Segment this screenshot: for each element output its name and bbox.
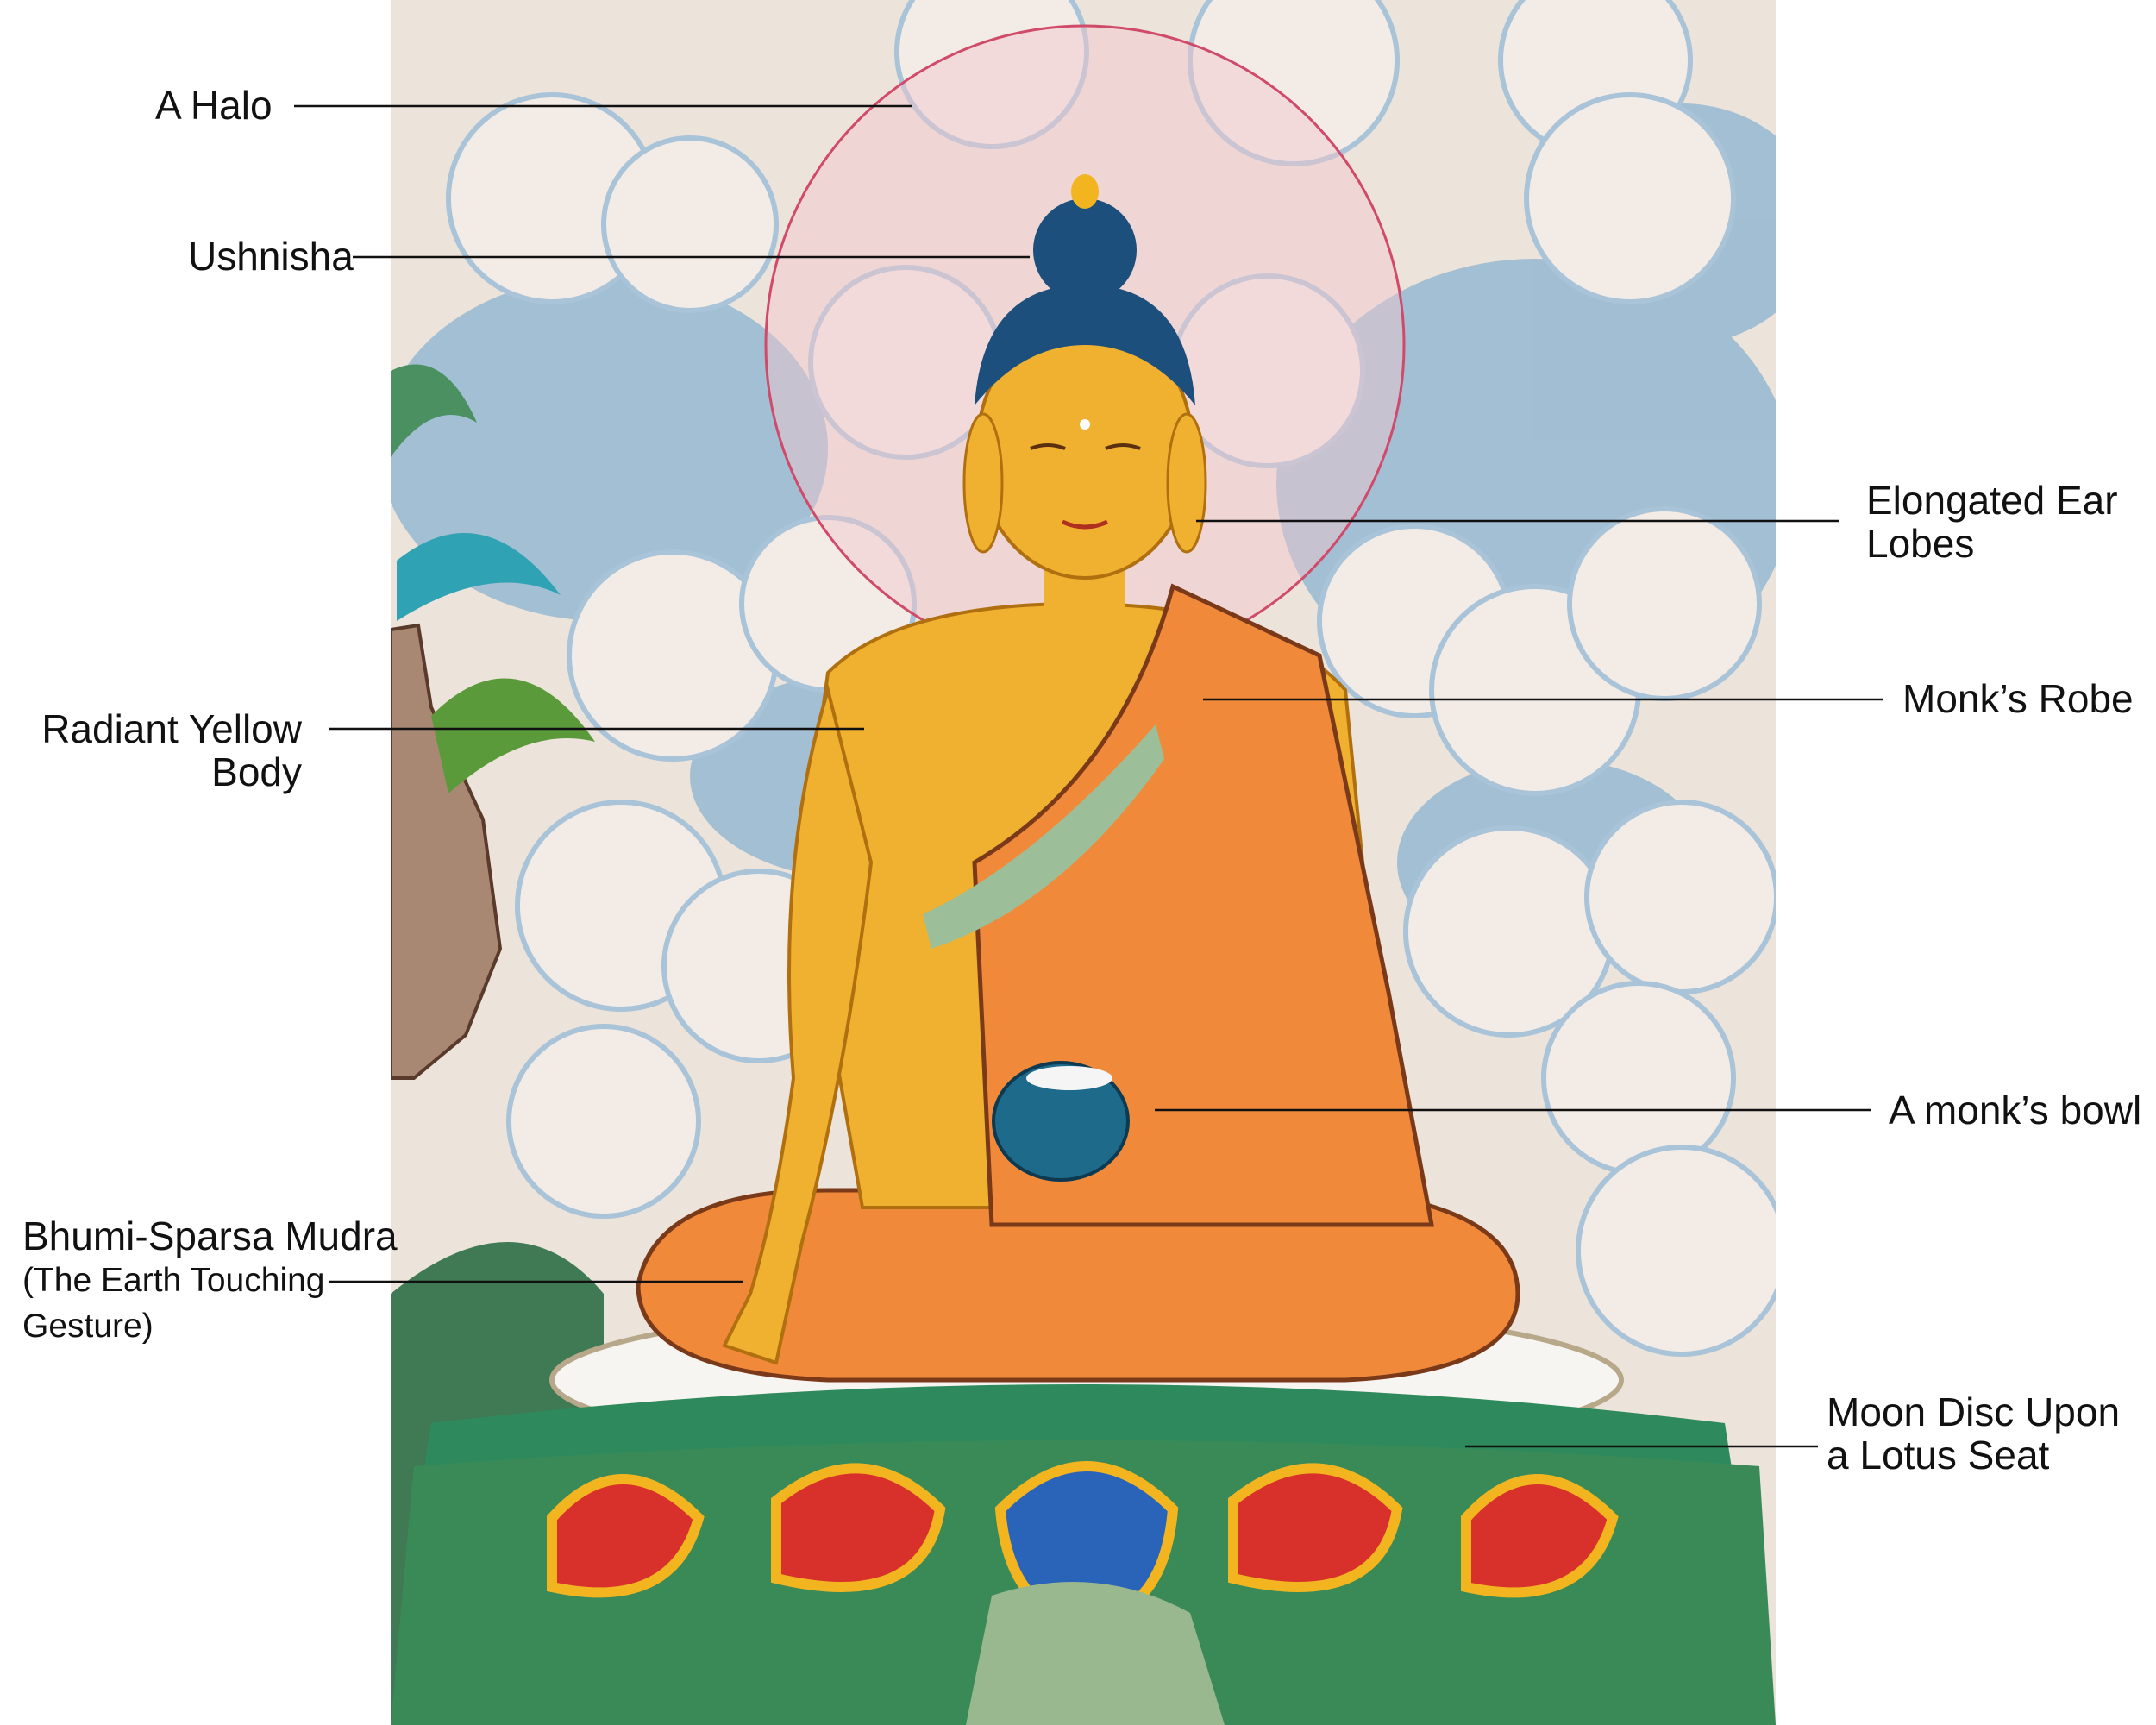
monks-bowl	[992, 1061, 1130, 1182]
label-seat-line1: Moon Disc Upon	[1827, 1389, 2121, 1434]
label-seat-line2: a Lotus Seat	[1827, 1433, 2050, 1477]
label-seat: Moon Disc Upon a Lotus Seat	[1827, 1390, 2120, 1477]
label-ear-lobes-line2: Lobes	[1866, 521, 1975, 566]
label-body-line2: Body	[211, 750, 302, 794]
label-body-line1: Radiant Yellow	[41, 706, 302, 751]
buddha-figure	[636, 174, 1520, 1383]
ushnisha	[1033, 198, 1137, 302]
label-ushnisha: Ushnisha	[188, 234, 354, 279]
label-body: Radiant Yellow Body	[41, 707, 302, 794]
rock-and-tree	[391, 364, 595, 1080]
label-ear-lobes-line1: Elongated Ear	[1866, 478, 2118, 523]
leader-lines	[294, 104, 1883, 1448]
label-bowl: A monk’s bowl	[1889, 1088, 2142, 1132]
label-ear-lobes: Elongated Ear Lobes	[1866, 479, 2118, 565]
label-mudra-line3: Gesture)	[22, 1308, 154, 1345]
label-halo: A Halo	[155, 83, 273, 128]
label-robe: Monk’s Robe	[1902, 676, 2134, 721]
label-mudra-line1: Bhumi-Sparsa Mudra	[22, 1214, 398, 1258]
label-mudra-line2: (The Earth Touching	[22, 1262, 325, 1299]
label-mudra: Bhumi-Sparsa Mudra (The Earth Touching G…	[22, 1214, 398, 1349]
lotus-seat	[391, 1242, 1776, 1725]
